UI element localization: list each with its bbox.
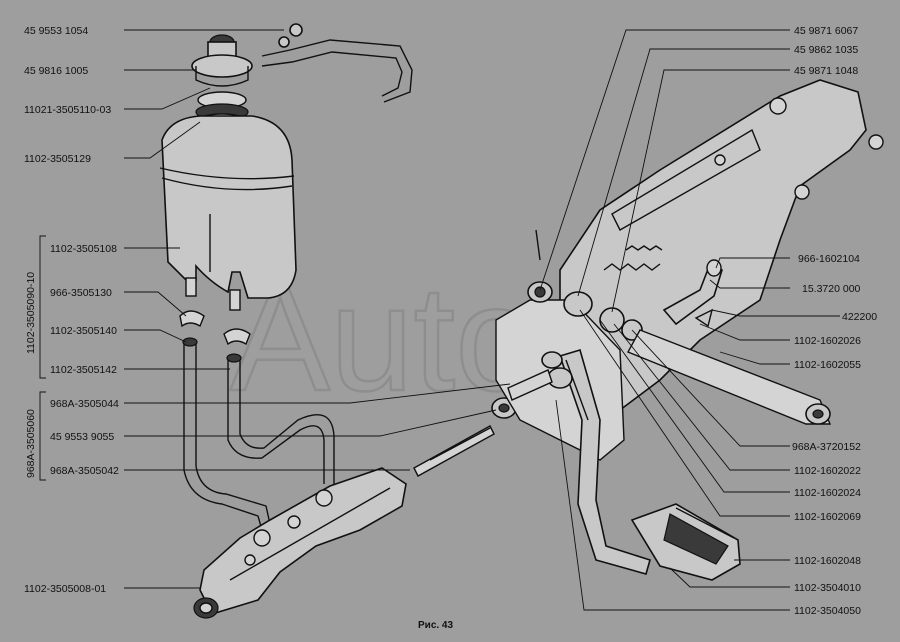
nut xyxy=(289,23,303,37)
label-1102-3505140: 1102-3505140 xyxy=(50,325,117,337)
reservoir-cap xyxy=(191,54,253,78)
label-1102-1602022: 1102-1602022 xyxy=(794,465,861,477)
label-1102-3505129: 1102-3505129 xyxy=(24,153,91,165)
label-1102-1602024: 1102-1602024 xyxy=(794,487,861,499)
label-45-9553-1054: 45 9553 1054 xyxy=(24,25,88,37)
label-45-9871-6067: 45 9871 6067 xyxy=(794,25,858,37)
leader-lines xyxy=(39,29,840,611)
return-spring xyxy=(603,263,661,271)
group-label-1102-3505090-10: 1102-3505090-10 xyxy=(25,272,37,354)
label-968a-3505042: 968A-3505042 xyxy=(50,465,119,477)
label-1102-3504050: 1102-3504050 xyxy=(794,605,861,617)
label-1102-1602069: 1102-1602069 xyxy=(794,511,861,523)
reservoir-bracket xyxy=(261,39,413,103)
label-45-9862-1035: 45 9862 1035 xyxy=(794,44,858,56)
reservoir-assembly xyxy=(159,23,413,531)
hose-clamp xyxy=(179,310,205,328)
figure-caption: Рис. 43 xyxy=(418,620,453,631)
label-1102-3504010: 1102-3504010 xyxy=(794,582,861,594)
label-45-9871-1048: 45 9871 1048 xyxy=(794,65,858,77)
master-cylinder xyxy=(193,397,517,619)
hose-left xyxy=(183,340,263,531)
part-labels: 45 9553 1054 45 9816 1005 11021-3505110-… xyxy=(24,25,877,631)
label-966-1602104: 966-1602104 xyxy=(798,253,860,265)
label-1102-3505108: 1102-3505108 xyxy=(50,243,117,255)
label-45-9553-9055: 45 9553 9055 xyxy=(50,431,114,443)
label-11021-3505110-03: 11021-3505110-03 xyxy=(24,104,111,116)
label-45-9816-1005: 45 9816 1005 xyxy=(24,65,88,77)
label-1102-3505142: 1102-3505142 xyxy=(50,364,117,376)
reservoir-body xyxy=(161,115,297,299)
group-label-968a-3505060: 968A-3505060 xyxy=(25,409,37,478)
label-968a-3505044: 968A-3505044 xyxy=(50,398,119,410)
hose-right xyxy=(227,356,325,484)
label-15-3720-000: 15.3720 000 xyxy=(802,283,861,295)
label-422200: 422200 xyxy=(842,311,877,323)
label-1102-1602048: 1102-1602048 xyxy=(794,555,861,567)
label-968a-3720152: 968A-3720152 xyxy=(792,441,861,453)
label-1102-1602026: 1102-1602026 xyxy=(794,335,861,347)
brake-light-switch xyxy=(662,262,723,326)
label-966-3505130: 966-3505130 xyxy=(50,287,112,299)
push-rod xyxy=(413,425,495,477)
label-1102-3505008-01: 1102-3505008-01 xyxy=(24,583,106,595)
label-1102-1602055: 1102-1602055 xyxy=(794,359,861,371)
pedal-assembly xyxy=(495,79,884,581)
